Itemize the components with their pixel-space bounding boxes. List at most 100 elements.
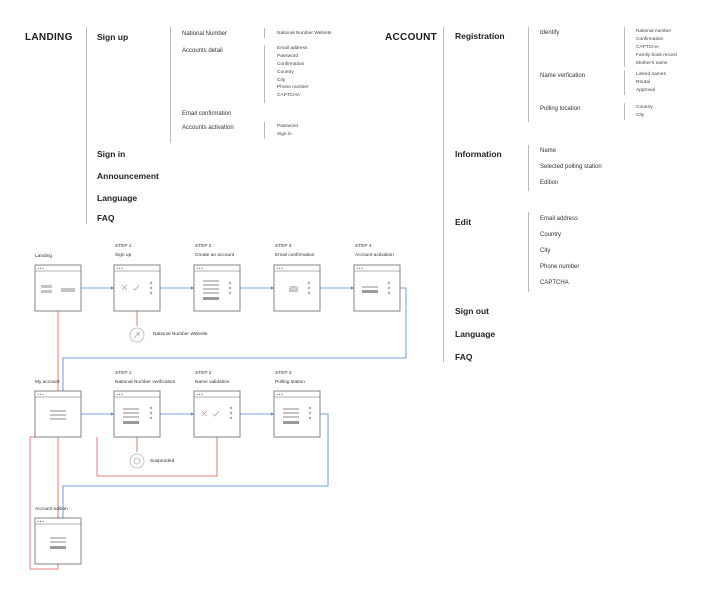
identify-divider — [624, 27, 625, 67]
account-faq: FAQ — [455, 352, 473, 362]
identify-fields: National number Confirmation CAPTCHA Fam… — [636, 28, 677, 67]
account-language: Language — [455, 329, 496, 339]
flow-step-tag: STEP 1 — [115, 244, 132, 249]
account-activation-screen: ••• — [353, 264, 401, 312]
flow-external-label: National Number Website — [153, 332, 208, 337]
flow-suspended-label: Suspended — [150, 459, 175, 464]
account-divider — [443, 27, 444, 362]
flow-account-edition-label: Account edition — [35, 507, 68, 512]
field-item: Email address — [277, 46, 308, 51]
flow-step-tag: STEP 4 — [355, 244, 372, 249]
registration-polling-location: Polling location — [540, 106, 581, 112]
email-confirmation-screen: ••• — [273, 264, 321, 312]
account-edition-screen: ••• — [34, 517, 82, 565]
flow-step-tag: STEP 2 — [195, 371, 212, 376]
flow-my-account-label: My account — [35, 380, 60, 385]
window-dots: ••• — [116, 392, 123, 397]
field-item: Password — [277, 53, 299, 59]
edit-divider — [528, 212, 529, 292]
flow-signup-label: Sign up — [115, 253, 132, 258]
flow-step-tag: STEP 3 — [275, 244, 292, 249]
window-dots: ••• — [196, 266, 203, 271]
landing-heading: LANDING — [25, 32, 73, 43]
polling-location-fields: Country City — [636, 104, 653, 120]
window-dots: ••• — [276, 266, 283, 271]
signup-accounts-activation: Accounts activation — [182, 125, 234, 131]
accounts-detail-fields: Email address Password Confirmation Coun… — [277, 45, 308, 100]
account-edit: Edit — [455, 217, 472, 227]
account-signout: Sign out — [455, 306, 489, 316]
flow-arrowheads — [111, 286, 354, 416]
connector — [29, 436, 59, 570]
information-name: Name — [540, 148, 557, 154]
field-item: Reutal — [636, 79, 650, 85]
information-polling-station: Selected polling station — [540, 164, 602, 170]
field-item: CAPTCHA — [277, 93, 300, 99]
edit-captcha: CAPTCHA — [540, 280, 569, 286]
landing-divider — [86, 27, 87, 224]
signup-national-number-website: National Number Website — [277, 31, 332, 36]
national-number-verification-screen: ••• — [113, 390, 161, 438]
flow-landing-label: Landing — [35, 254, 53, 259]
name-verification-fields: Linked names Reutal Approval — [636, 71, 666, 95]
field-item: Phone number — [277, 85, 309, 91]
signup-divider — [170, 27, 171, 143]
account-information: Information — [455, 149, 502, 159]
edit-email: Email address — [540, 216, 579, 222]
external-link-icon — [129, 327, 145, 343]
registration-identify: Identify — [540, 30, 560, 36]
create-account-screen: ••• — [193, 264, 241, 312]
window-dots: ••• — [37, 519, 44, 524]
information-edition: Edition — [540, 180, 559, 186]
field-item: Country — [636, 105, 653, 110]
flow-step-tag: STEP 3 — [275, 371, 292, 376]
window-dots: ••• — [116, 266, 123, 271]
edit-phone: Phone number — [540, 264, 580, 270]
edit-city: City — [540, 248, 551, 254]
landing-signup: Sign up — [97, 32, 129, 42]
flow-step-tag: STEP 1 — [115, 371, 132, 376]
envelope-icon — [289, 286, 298, 292]
flow-create-account-label: Create an account — [195, 253, 235, 258]
flow-step-tag: STEP 2 — [195, 244, 212, 249]
landing-signin: Sign in — [97, 149, 126, 159]
flow-connectors-blue — [62, 287, 407, 520]
flow-polling-station-label: Polling station — [275, 380, 305, 385]
activation-fields: Password Sign in — [277, 123, 298, 139]
field-item: City — [277, 77, 286, 83]
window-dots: ••• — [356, 266, 363, 271]
registration-name-verification: Name verfication — [540, 73, 586, 79]
name-verification-divider — [624, 70, 625, 95]
field-item: Confirmation — [636, 36, 664, 42]
window-dots: ••• — [276, 392, 283, 397]
polling-location-divider — [624, 103, 625, 120]
field-item: Mother's name — [636, 60, 668, 66]
connector — [62, 287, 407, 393]
field-item: Confirmation — [277, 61, 305, 67]
signup-accounts-detail: Accounts detail — [182, 48, 223, 54]
information-divider — [528, 145, 529, 191]
suspended-icon — [129, 453, 145, 469]
my-account-screen: ••• — [34, 390, 82, 438]
flow-account-activation-label: Account activation — [355, 253, 394, 258]
flow-name-validation-label: Name validation — [195, 380, 230, 385]
field-item: National number — [636, 29, 672, 34]
signup-email-confirmation: Email confirmation — [182, 111, 232, 117]
flow-national-number-verification-label: National Number verification — [115, 380, 176, 385]
landing-faq: FAQ — [97, 213, 115, 223]
accounts-detail-divider — [264, 45, 265, 103]
window-dots: ••• — [37, 266, 44, 271]
flow-email-confirmation-label: Email confirmation — [275, 253, 315, 258]
field-item: Approval — [636, 87, 655, 93]
field-item: City — [636, 112, 645, 118]
field-item: Family book record — [636, 52, 677, 58]
account-heading: ACCOUNT — [385, 32, 438, 43]
field-item: Sign in — [277, 131, 292, 137]
account-registration: Registration — [455, 31, 505, 41]
registration-divider — [528, 27, 529, 122]
polling-station-screen: ••• — [273, 390, 321, 438]
field-item: CAPTCHA — [636, 44, 659, 50]
window-dots: ••• — [196, 392, 203, 397]
flow-connectors-red — [29, 311, 218, 570]
